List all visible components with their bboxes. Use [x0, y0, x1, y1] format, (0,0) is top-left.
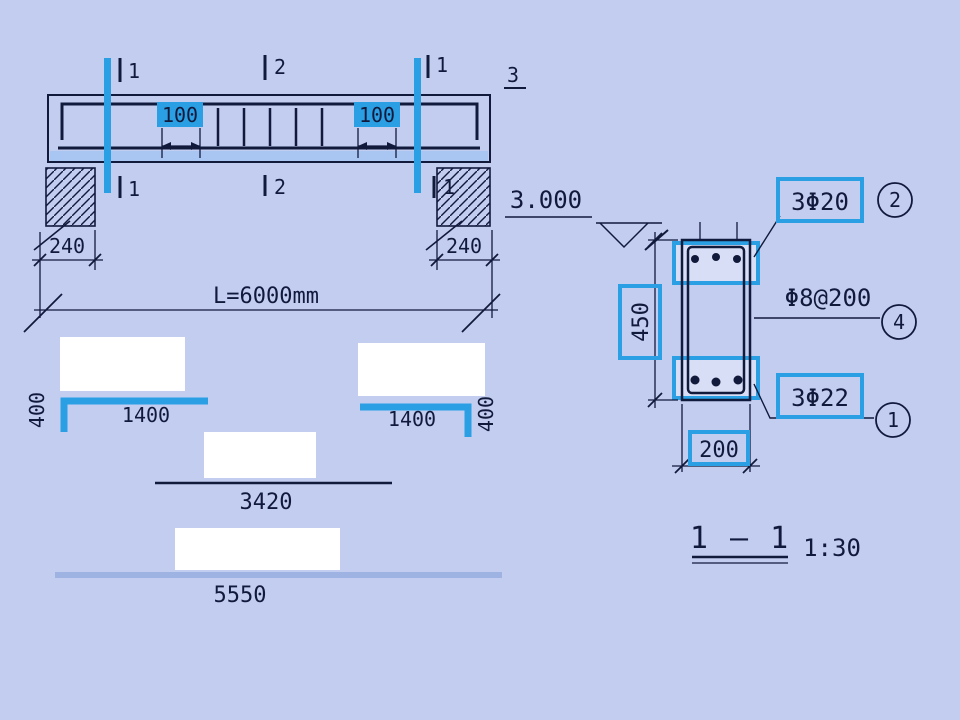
section-view	[644, 222, 760, 402]
section-mark-ticks	[118, 55, 526, 198]
spacing-arrowheads	[162, 142, 396, 150]
leader-line	[753, 215, 781, 258]
mark-2-top: 2	[274, 55, 286, 79]
callout-bottom-highlight	[776, 373, 864, 419]
dim-200: 200	[672, 404, 760, 474]
top-rebar-dot	[733, 255, 741, 263]
spacing-left-highlight	[157, 102, 203, 127]
oblique-tick	[23, 293, 63, 333]
beam-stirrups	[216, 108, 324, 146]
mark-1-bottom-left: 1	[128, 177, 140, 201]
callout-bottom-label: 3Φ22	[791, 384, 849, 412]
dim-450-lines	[647, 232, 678, 408]
callout-stirrup-label: Φ8@200	[785, 284, 872, 312]
oblique-tick	[461, 293, 501, 333]
support-right-hatch	[436, 167, 491, 227]
mark-3-side: 3	[507, 63, 519, 87]
bubble-4-circle	[881, 304, 917, 340]
bent-bar-left	[60, 397, 208, 432]
oblique-tick	[647, 232, 663, 248]
rebar-dots	[690, 253, 743, 387]
dim-240-left	[32, 230, 103, 270]
spacing-left-label: 100	[162, 103, 198, 127]
bent-bar-right	[360, 403, 472, 437]
arrowhead	[162, 142, 171, 150]
top-rebar-dot	[691, 255, 699, 263]
section-outline	[680, 238, 752, 402]
arrowhead	[191, 142, 200, 150]
top-rebar-dot	[712, 253, 720, 261]
bar-right-hook-label: 400	[474, 396, 498, 432]
section-title-label: 1 — 1	[690, 521, 790, 556]
beam-outline	[47, 94, 491, 163]
spacing-right-highlight	[354, 102, 400, 127]
top-rebar-highlight	[672, 241, 760, 285]
mark-1-top-right: 1	[436, 53, 448, 77]
arrowhead	[358, 142, 367, 150]
oblique-tick	[430, 253, 444, 267]
bar-middle-length-label: 3420	[240, 490, 293, 515]
scale-label: 1:30	[803, 534, 861, 562]
bubble-2-circle	[877, 182, 913, 218]
section-cut-highlights	[104, 58, 421, 193]
oblique-tick	[88, 253, 102, 267]
support-left-hatch	[45, 167, 96, 227]
bar-left-hook-label: 400	[25, 392, 49, 428]
dim-240-right	[429, 230, 500, 270]
dim-450: 450	[618, 232, 678, 408]
stirrup-spacing-dims: 100 100	[157, 102, 400, 158]
beam-elevation	[47, 94, 491, 163]
dim-240-right-label: 240	[446, 234, 482, 258]
bar-left-length-label: 1400	[122, 403, 170, 427]
oblique-tick	[647, 392, 663, 408]
dim-6000	[23, 270, 501, 333]
callout-top-label: 3Φ20	[791, 188, 849, 216]
rebar-shapes: 1400 400 1400 400 3420 5550	[25, 337, 502, 608]
arrowhead	[387, 142, 396, 150]
break-mark-right	[425, 220, 463, 251]
level-label: 3.000	[510, 186, 582, 214]
callout-bottom-bars: 3Φ22 1	[753, 373, 911, 438]
cut-line-highlight-left	[104, 58, 111, 193]
oblique-tick	[674, 458, 690, 474]
bubble-2-label: 2	[889, 188, 901, 212]
dim-240-left-label: 240	[49, 234, 85, 258]
blank-region-1	[60, 337, 185, 391]
dim-450-label: 450	[629, 302, 654, 342]
cut-line-highlight-right	[414, 58, 421, 193]
blank-region-3	[204, 432, 316, 478]
mark-1-top-left: 1	[128, 59, 140, 83]
spacing-right-label: 100	[359, 103, 395, 127]
blank-region-4	[175, 528, 340, 570]
bar-right-length-label: 1400	[388, 407, 436, 431]
supports	[33, 167, 491, 251]
dim-450-highlight	[618, 284, 662, 360]
bubble-1-label: 1	[887, 408, 899, 432]
bottom-rebar-dot	[711, 377, 721, 387]
beam-bottom-highlight-strip	[50, 151, 488, 161]
bottom-rebar-dot	[733, 375, 743, 385]
callout-stirrups: Φ8@200 4	[754, 284, 917, 340]
dim-200-label: 200	[699, 438, 739, 463]
mark-2-bottom: 2	[274, 175, 286, 199]
level-mark: 3.000	[505, 186, 662, 249]
stirrup-outline	[686, 245, 746, 395]
callout-top-bars: 3Φ20 2	[753, 177, 913, 258]
oblique-tick	[485, 253, 499, 267]
level-triangle	[599, 222, 649, 249]
dim-200-highlight	[688, 430, 750, 466]
beam-top-rebar	[60, 102, 479, 140]
bubble-1-circle	[875, 402, 911, 438]
level-symbol	[505, 216, 662, 249]
oblique-tick	[33, 253, 47, 267]
dim-6000-label: L=6000mm	[213, 284, 319, 309]
bubble-4-label: 4	[893, 310, 905, 334]
bar-bottom-length-label: 5550	[214, 583, 267, 608]
bottom-rebar-dot	[690, 375, 700, 385]
blank-region-2	[358, 343, 485, 396]
callout-top-highlight	[776, 177, 864, 223]
section-title: 1 — 1 1:30	[690, 521, 861, 564]
